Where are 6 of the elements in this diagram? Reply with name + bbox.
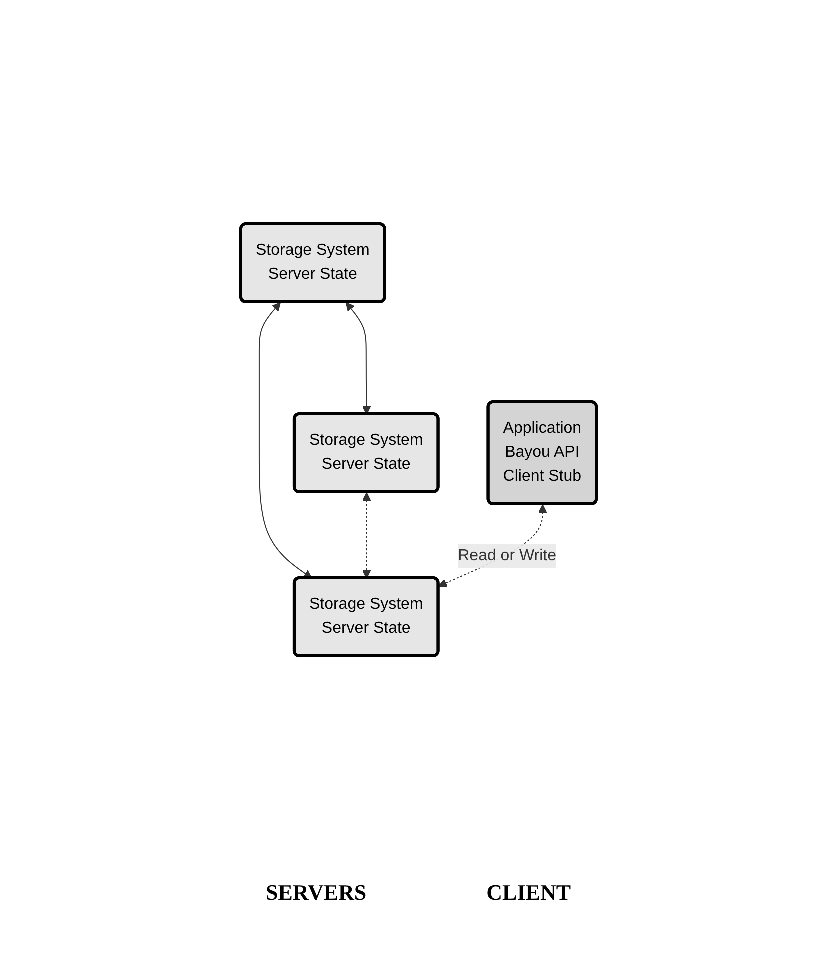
arrow	[346, 302, 371, 415]
edge-label: Read or Write	[458, 547, 556, 564]
group-label: SERVERS	[266, 880, 367, 906]
arrow	[258, 302, 312, 579]
arrow	[362, 492, 371, 579]
group-label: CLIENT	[486, 880, 572, 906]
